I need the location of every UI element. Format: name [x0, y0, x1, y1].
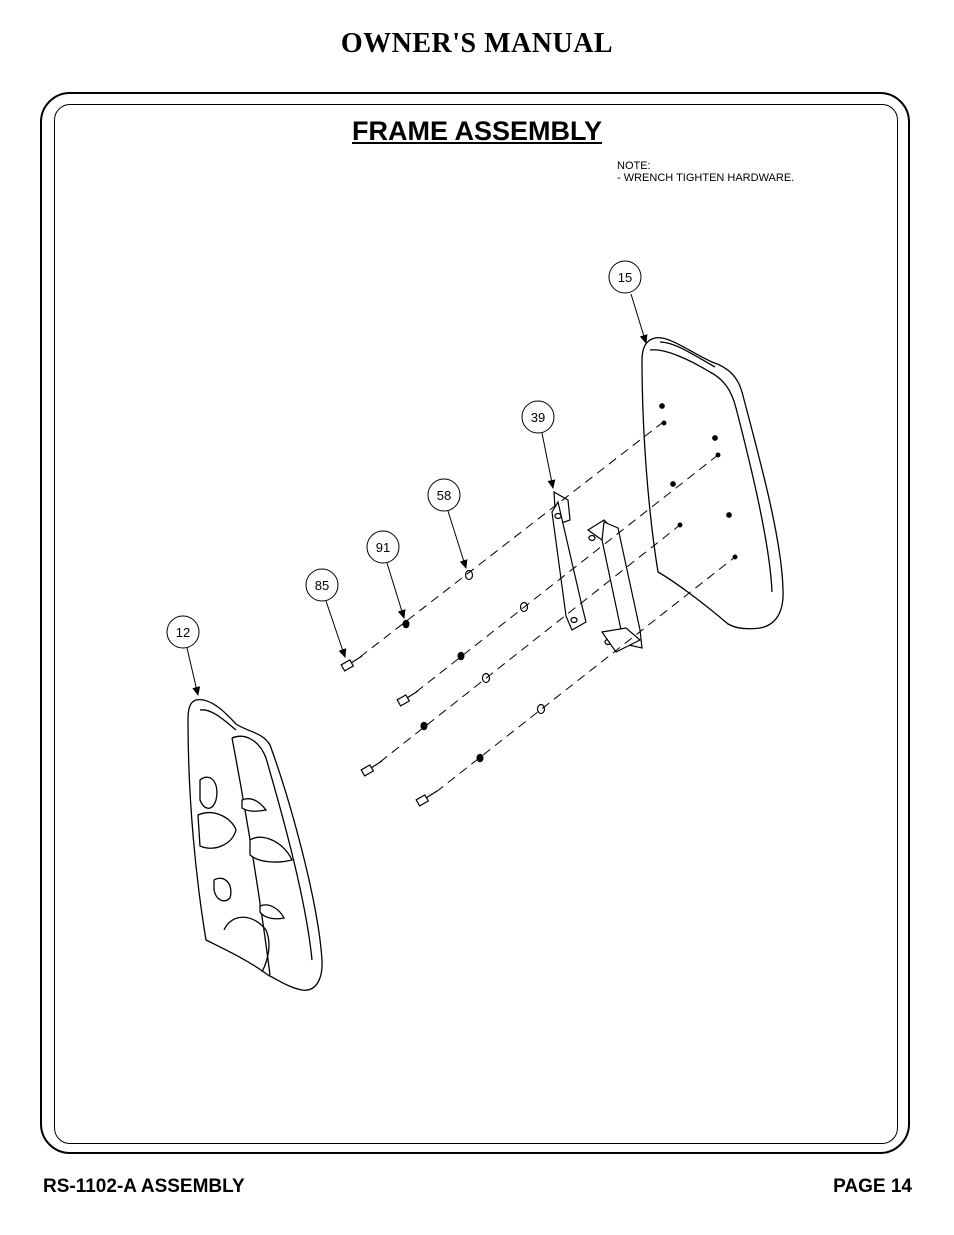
svg-text:15: 15: [618, 270, 632, 285]
alignment-lines: [359, 422, 736, 793]
bolt-4: [415, 790, 438, 807]
back-pad-part-15: [641, 337, 784, 630]
page-frame-inner: [54, 104, 898, 1144]
page-frame-outer: [40, 92, 910, 1154]
svg-text:58: 58: [437, 488, 451, 503]
leader-arrows: [186, 293, 648, 696]
hardware-nuts: [402, 619, 484, 763]
front-pad-part-12: [187, 699, 323, 991]
bolt-1: [340, 655, 363, 672]
hardware-washers: [464, 569, 546, 715]
section-title: FRAME ASSEMBLY: [351, 116, 603, 146]
svg-text:12: 12: [176, 625, 190, 640]
callout-12: 12: [166, 615, 200, 649]
callout-91: 91: [366, 530, 400, 564]
svg-text:39: 39: [531, 410, 545, 425]
note-line: - WRENCH TIGHTEN HARDWARE.: [617, 172, 795, 184]
callout-39: 39: [521, 400, 555, 434]
hardware-bolts: [340, 655, 438, 807]
note-heading: NOTE:: [617, 160, 651, 172]
footer-page-number: PAGE 14: [833, 1176, 912, 1197]
svg-text:85: 85: [315, 578, 329, 593]
callout-15: 15: [608, 260, 642, 294]
footer-model: RS-1102-A ASSEMBLY: [43, 1176, 245, 1197]
callout-85: 85: [305, 568, 339, 602]
callout-58: 58: [427, 478, 461, 512]
bolt-2: [396, 690, 419, 707]
assembly-note: NOTE: - WRENCH TIGHTEN HARDWARE.: [617, 160, 794, 184]
bracket-part-39: [551, 490, 643, 653]
svg-text:91: 91: [376, 540, 390, 555]
manual-title: OWNER'S MANUAL: [340, 28, 614, 59]
bolt-3: [360, 760, 383, 777]
